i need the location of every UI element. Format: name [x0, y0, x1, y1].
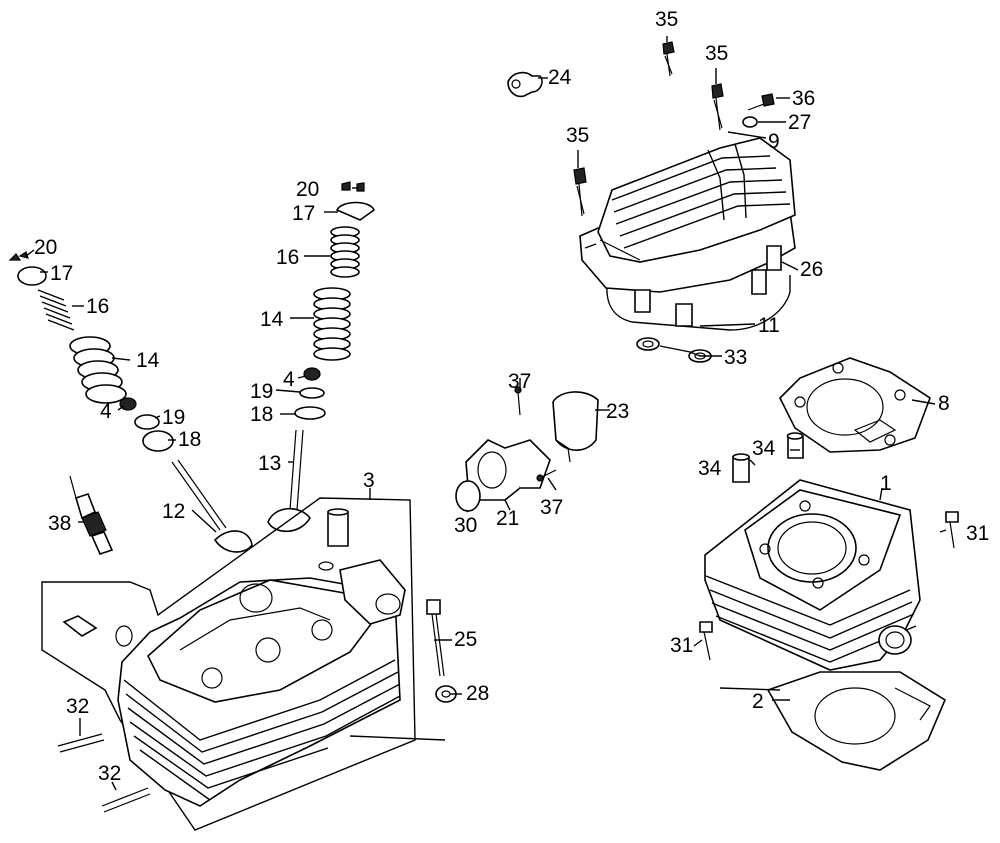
- callout-30: 30: [454, 514, 477, 537]
- bolt-35-top: [662, 41, 675, 77]
- bolt-25: [426, 599, 445, 677]
- valve-spring-set-left: [8, 251, 253, 553]
- callout-24: 24: [548, 66, 572, 89]
- inner-spring-16b: [330, 226, 360, 278]
- callout-18: 18: [250, 403, 273, 426]
- callout-35: 35: [655, 8, 678, 31]
- callout-37: 37: [508, 370, 531, 393]
- callout-4: 4: [283, 368, 295, 391]
- cylinder-head-3: [41, 497, 416, 831]
- clamp-band-23: [552, 391, 599, 463]
- callout-16: 16: [86, 295, 109, 318]
- callout-32: 32: [66, 695, 89, 718]
- callout-17: 17: [292, 202, 315, 225]
- callout-34: 34: [698, 457, 722, 480]
- callout-33: 33: [724, 346, 747, 369]
- studs-32: [57, 733, 151, 813]
- callout-14: 14: [260, 308, 284, 331]
- clip-24: [507, 71, 543, 98]
- inner-spring-16a: [37, 289, 75, 331]
- callout-36: 36: [792, 87, 815, 110]
- callout-20: 20: [296, 178, 319, 201]
- spark-plug-38: [69, 475, 114, 555]
- callout-19: 19: [162, 406, 185, 429]
- callout-19: 19: [250, 380, 273, 403]
- bolt-35-left: [573, 167, 587, 217]
- head-gasket-8: [779, 357, 931, 453]
- callout-27: 27: [788, 111, 811, 134]
- valve-13: [267, 429, 311, 533]
- callout-8: 8: [938, 392, 950, 415]
- callout-23: 23: [606, 400, 629, 423]
- callout-31: 31: [670, 634, 693, 657]
- callout-9: 9: [768, 130, 780, 153]
- callout-16: 16: [276, 246, 299, 269]
- callout-14: 14: [136, 349, 160, 372]
- callout-28: 28: [466, 682, 489, 705]
- callout-18: 18: [178, 428, 201, 451]
- washer-27: [742, 116, 758, 128]
- callout-4: 4: [100, 400, 112, 423]
- callout-13: 13: [258, 452, 281, 475]
- dowels-34: [732, 432, 804, 483]
- callout-26: 26: [800, 258, 823, 281]
- callout-2: 2: [752, 690, 764, 713]
- bolt-36: [747, 93, 775, 111]
- cylinder-head-cover: [579, 137, 796, 331]
- callout-17: 17: [50, 262, 73, 285]
- callout-34: 34: [752, 437, 776, 460]
- valve-spring-set-right: [267, 181, 375, 533]
- o-ring-30: [455, 480, 481, 512]
- callout-31: 31: [966, 522, 989, 545]
- callout-11: 11: [758, 314, 780, 337]
- callout-1: 1: [880, 472, 892, 495]
- outer-spring-14a: [69, 336, 127, 404]
- callout-labels: 35 35 35 24 36 27 9 26 11 33 8 1 34 34 3…: [34, 8, 989, 785]
- washers-33: [636, 337, 712, 363]
- callout-38: 38: [48, 512, 71, 535]
- base-gasket-2: [766, 671, 947, 771]
- callout-25: 25: [454, 628, 477, 651]
- bolts-31: [699, 511, 959, 661]
- callout-35: 35: [705, 42, 728, 65]
- leader-lines: [25, 36, 947, 791]
- callout-12: 12: [162, 500, 185, 523]
- callout-32: 32: [98, 762, 121, 785]
- screws-37: [514, 386, 557, 482]
- bolt-35-mid: [711, 83, 724, 131]
- cylinder-1: [704, 479, 921, 671]
- callout-20: 20: [34, 236, 57, 259]
- valve-12: [171, 459, 253, 553]
- callout-35: 35: [566, 124, 589, 147]
- callout-3: 3: [363, 469, 375, 492]
- bolts-26: [634, 245, 782, 327]
- outer-spring-14b: [313, 287, 351, 361]
- intake-pipe-21: [465, 439, 551, 501]
- callout-37: 37: [540, 496, 563, 519]
- callout-21: 21: [496, 507, 519, 530]
